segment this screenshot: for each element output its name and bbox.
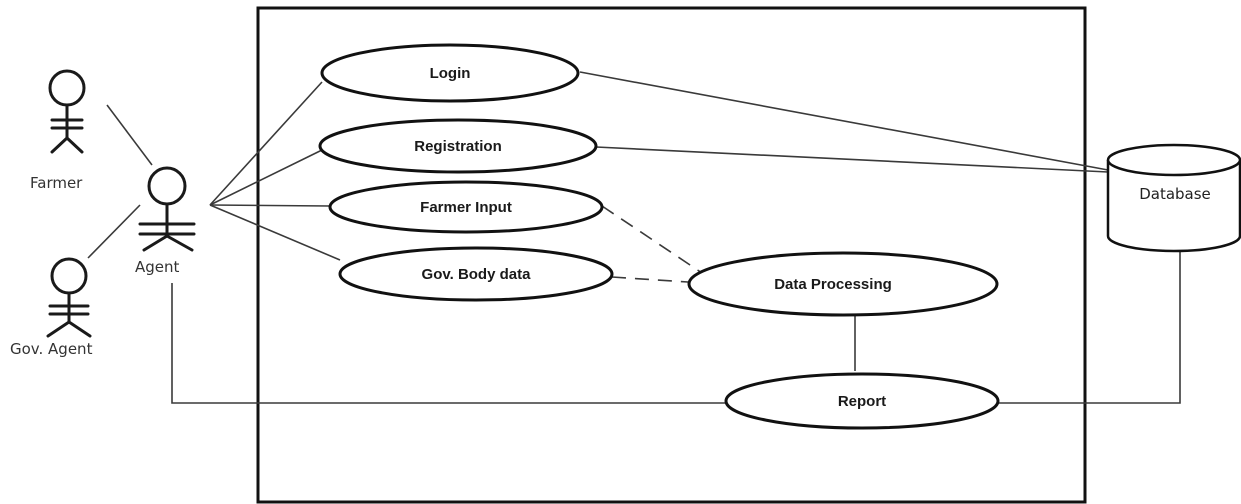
system-boundary	[256, 6, 1087, 504]
farmer-agent-line	[106, 104, 153, 166]
use-case-login-label: Login	[430, 65, 471, 82]
database-cylinder: Database	[1106, 143, 1241, 253]
use-case-registration: Registration	[318, 118, 598, 174]
agent-label: Agent	[135, 258, 180, 276]
login-database-line	[579, 71, 1109, 171]
agent-login-line	[209, 81, 323, 206]
agent-head-icon	[147, 166, 187, 206]
gov-agent-actor: Gov. Agent	[10, 257, 93, 358]
registration-database-line	[595, 146, 1109, 173]
agent-gov-body-line	[209, 204, 341, 261]
agent-farmer-input-line	[209, 204, 331, 207]
govagent-agent-line	[87, 204, 141, 259]
agent-registration-line	[209, 149, 323, 206]
farmer-actor: Farmer	[30, 69, 86, 192]
farmer-head-icon	[48, 69, 86, 107]
gov-agent-head-icon	[50, 257, 88, 295]
use-case-data-processing: Data Processing	[687, 251, 999, 317]
use-case-gov-body-data-label: Gov. Body data	[422, 266, 532, 283]
farmer-input-processing-dashed	[601, 205, 706, 276]
gov-body-processing-dashed	[611, 276, 689, 283]
gov-agent-label: Gov. Agent	[10, 340, 93, 358]
use-case-report: Report	[724, 372, 1000, 430]
agent-report-line	[171, 283, 726, 404]
database-label: Database	[1139, 185, 1211, 203]
agent-actor: Agent	[135, 166, 196, 276]
use-case-report-label: Report	[838, 393, 886, 410]
use-case-farmer-input: Farmer Input	[328, 180, 604, 234]
report-database-line	[998, 252, 1181, 404]
use-case-farmer-input-label: Farmer Input	[420, 199, 512, 216]
farmer-label: Farmer	[30, 174, 83, 192]
use-case-login: Login	[320, 43, 580, 103]
use-case-gov-body-data: Gov. Body data	[338, 246, 614, 302]
use-case-data-processing-label: Data Processing	[774, 276, 892, 293]
use-case-registration-label: Registration	[414, 138, 502, 155]
